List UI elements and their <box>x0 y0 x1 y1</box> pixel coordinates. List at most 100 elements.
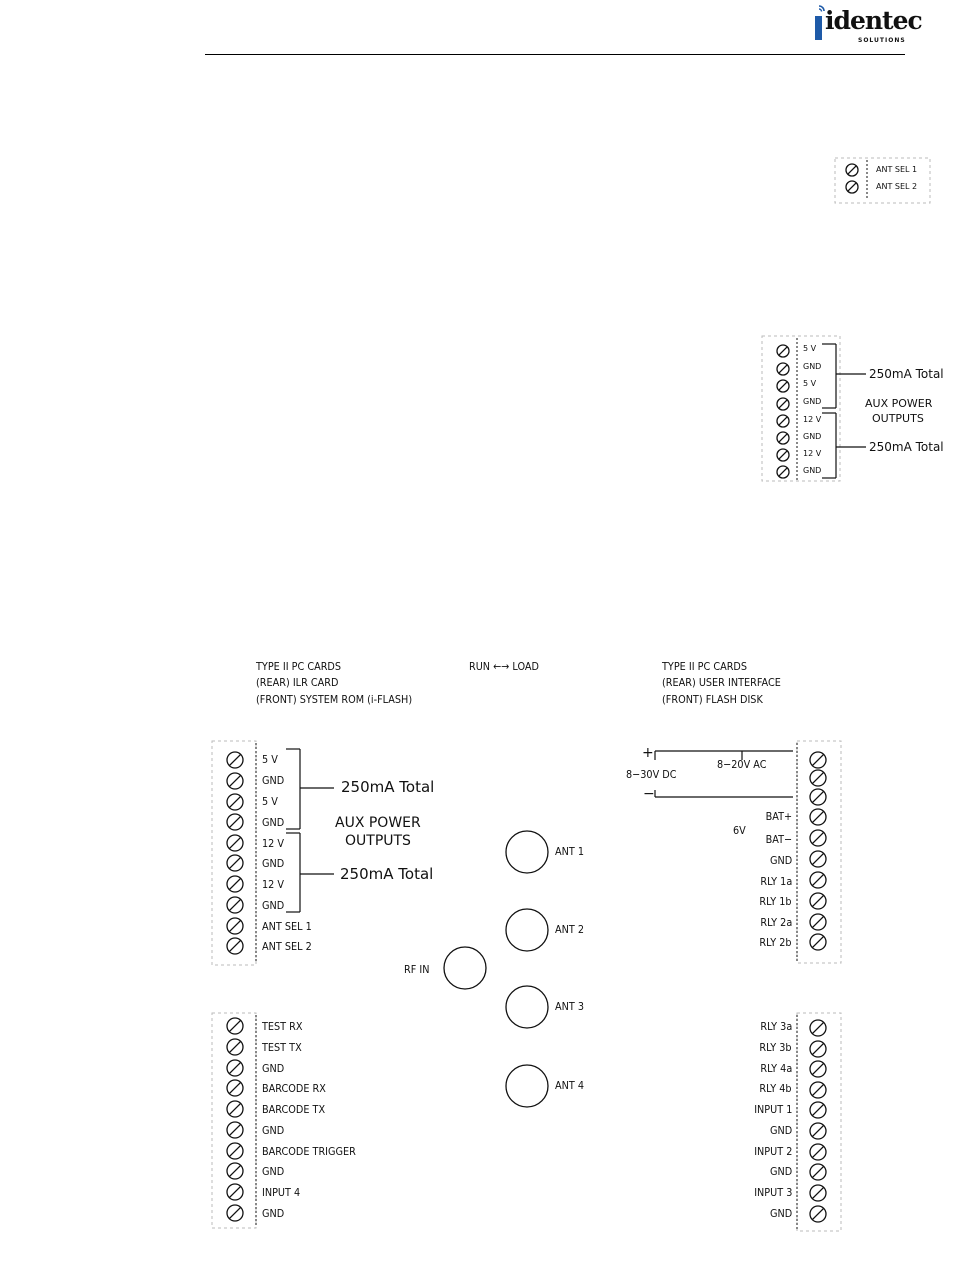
right-lower-label: RLY 3b <box>759 1041 792 1054</box>
screw-terminal-icon <box>809 1101 827 1119</box>
left-cards-line-2: (REAR) ILR CARD <box>256 676 339 689</box>
screw-slot <box>228 856 242 870</box>
aux-small-label: GND <box>803 466 822 475</box>
right-lower-label: INPUT 3 <box>753 1186 792 1199</box>
main-aux-title-2: OUTPUTS <box>345 833 411 849</box>
ant-1-label: ANT 1 <box>555 845 585 858</box>
right-cards-line-2: (REAR) USER INTERFACE <box>662 676 781 689</box>
screw-slot <box>228 1102 242 1116</box>
screw-terminal-icon <box>776 414 790 428</box>
left-upper-label: 12 V <box>262 837 285 850</box>
antenna-connector-icon <box>505 830 549 874</box>
aux-small-label: GND <box>803 397 822 406</box>
ant-4-label: ANT 4 <box>555 1079 585 1092</box>
screw-slot <box>228 1061 242 1075</box>
screw-terminal-icon <box>226 1142 244 1160</box>
screw-slot <box>228 1019 242 1033</box>
screw-terminal-icon <box>776 431 790 445</box>
screw-terminal-icon <box>226 875 244 893</box>
screw-slot <box>228 815 242 829</box>
screw-terminal-icon <box>809 788 827 806</box>
top-antsel-block <box>834 157 931 204</box>
right-lower-label: RLY 4b <box>759 1082 792 1095</box>
screw-terminal-icon <box>226 1121 244 1139</box>
right-cards-line-1: TYPE II PC CARDS <box>662 660 748 673</box>
screw-terminal-icon <box>226 793 244 811</box>
left-upper-label: 5 V <box>262 753 278 766</box>
screw-slot <box>778 381 788 391</box>
screw-terminal-icon <box>809 1040 827 1058</box>
screw-slot <box>811 1083 825 1097</box>
rf-in-connector-icon <box>443 946 487 990</box>
screw-terminal-icon <box>226 1183 244 1201</box>
left-upper-label: 5 V <box>262 795 278 808</box>
screw-slot <box>228 898 242 912</box>
screw-terminal-icon <box>226 1079 244 1097</box>
screw-terminal-icon <box>809 933 827 951</box>
screw-terminal-icon <box>809 829 827 847</box>
screw-terminal-icon <box>809 850 827 868</box>
right-lower-label: GND <box>769 1124 792 1137</box>
left-upper-label: GND <box>262 857 285 870</box>
right-lower-label: INPUT 2 <box>753 1145 792 1158</box>
screw-slot <box>228 1123 242 1137</box>
aux-small-title-1: AUX POWER <box>865 397 933 410</box>
screw-terminal-icon <box>226 1017 244 1035</box>
left-lower-label: TEST RX <box>262 1020 303 1033</box>
screw-slot <box>847 182 857 192</box>
screw-terminal-icon <box>226 854 244 872</box>
screw-slot <box>811 873 825 887</box>
screw-terminal-icon <box>226 1038 244 1056</box>
screw-terminal-icon <box>776 397 790 411</box>
aux-small-label: 5 V <box>803 344 817 353</box>
screw-terminal-icon <box>226 1059 244 1077</box>
screw-slot <box>228 1040 242 1054</box>
logo-icon <box>815 5 825 40</box>
aux-small-label: GND <box>803 432 822 441</box>
left-lower-label: BARCODE TX <box>262 1103 326 1116</box>
power-ac: 8−20V AC <box>717 758 767 771</box>
screw-slot <box>811 1021 825 1035</box>
left-cards-line-3: (FRONT) SYSTEM ROM (i-FLASH) <box>256 693 413 706</box>
main-aux-title-1: AUX POWER <box>335 815 421 831</box>
left-lower-label: BARCODE TRIGGER <box>262 1145 356 1158</box>
screw-slot <box>811 771 825 785</box>
screw-slot <box>811 1124 825 1138</box>
ant-3-label: ANT 3 <box>555 1000 585 1013</box>
left-lower-label: INPUT 4 <box>262 1186 301 1199</box>
screw-terminal-icon <box>809 751 827 769</box>
antenna-connector-icon <box>505 1064 549 1108</box>
screw-slot <box>811 1062 825 1076</box>
left-lower-label: GND <box>262 1207 285 1220</box>
right-upper-label: GND <box>769 854 792 867</box>
left-upper-block <box>211 740 257 966</box>
screw-terminal-icon <box>226 917 244 935</box>
right-lower-label: GND <box>769 1207 792 1220</box>
screw-slot <box>228 1144 242 1158</box>
aux-small-total-2: 250mA Total <box>869 440 944 454</box>
right-upper-label: BAT+ <box>765 810 792 823</box>
left-lower-label: TEST TX <box>262 1041 302 1054</box>
screw-terminal-icon <box>809 1163 827 1181</box>
left-lower-label: BARCODE RX <box>262 1082 326 1095</box>
screw-slot <box>228 1206 242 1220</box>
left-upper-label: ANT SEL 2 <box>262 940 312 953</box>
top-antsel-1-label: ANT SEL 1 <box>876 165 918 174</box>
screw-slot <box>811 915 825 929</box>
screw-terminal-icon <box>809 1019 827 1037</box>
antenna-connector-icon <box>505 985 549 1029</box>
left-upper-label: GND <box>262 816 285 829</box>
screw-slot <box>811 753 825 767</box>
main-total-1: 250mA Total <box>341 778 435 796</box>
power-6v: 6V <box>733 824 746 837</box>
left-lower-label: GND <box>262 1124 285 1137</box>
screw-slot <box>778 433 788 443</box>
screw-slot <box>778 467 788 477</box>
screw-terminal-icon <box>809 913 827 931</box>
left-lower-block <box>211 1012 257 1229</box>
power-plus: + <box>642 745 654 761</box>
aux-small-label: 12 V <box>803 449 822 458</box>
screw-slot <box>811 831 825 845</box>
aux-small-block <box>761 335 841 482</box>
screw-slot <box>811 935 825 949</box>
